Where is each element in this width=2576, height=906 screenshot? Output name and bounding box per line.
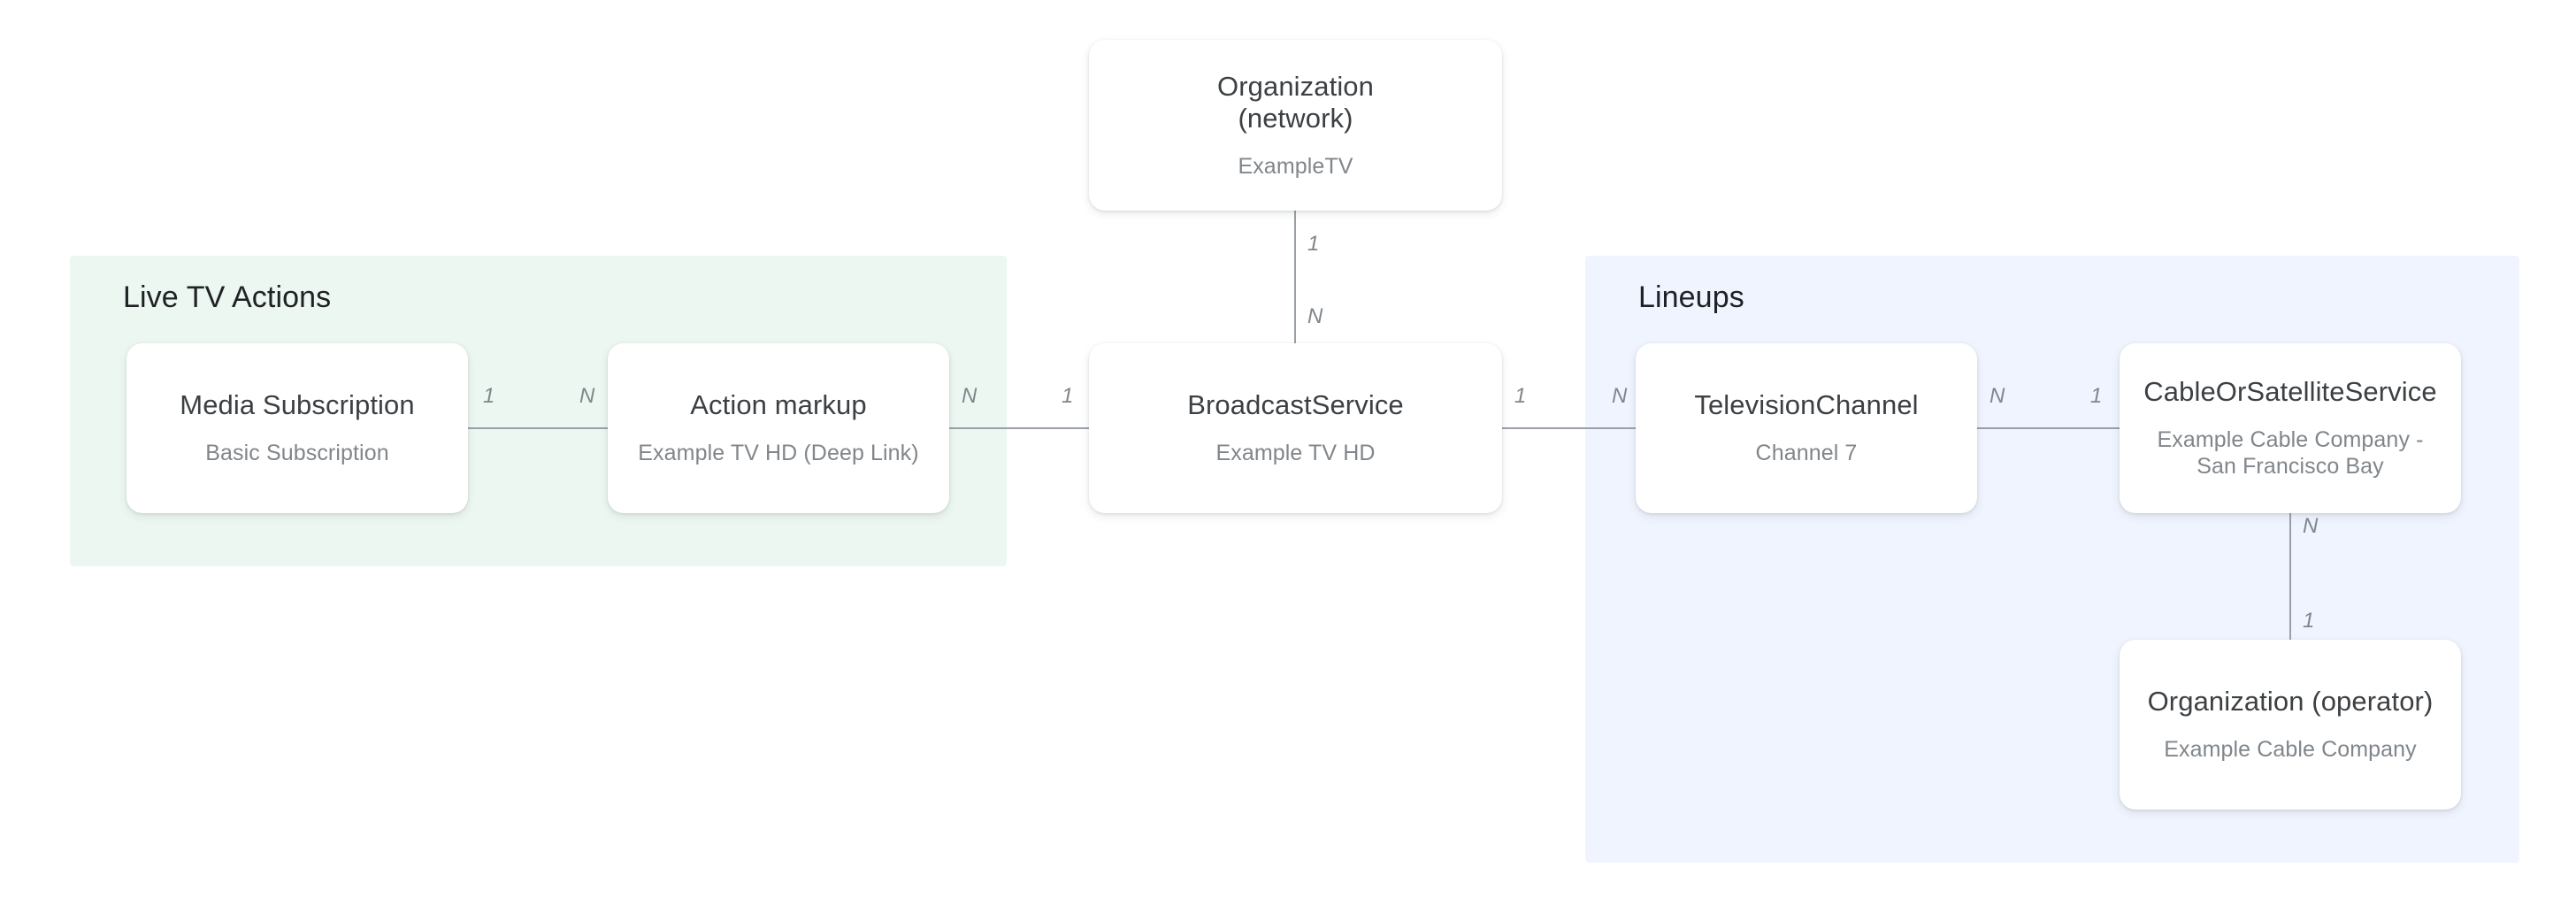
node-organization-operator-subtitle: Example Cable Company (2164, 737, 2417, 763)
edge-cable-or-satellite-to-organization-operator (2289, 513, 2291, 640)
edge-action-markup-to-broadcast-service (948, 427, 1089, 429)
node-broadcast-service-title: BroadcastService (1187, 389, 1404, 421)
edge-label-media-subscription-to: N (579, 384, 595, 408)
edge-label-organization-network-to: N (1307, 304, 1323, 328)
node-media-subscription-title: Media Subscription (180, 389, 415, 421)
node-television-channel-subtitle: Channel 7 (1755, 441, 1858, 466)
edge-label-action-markup-from: N (962, 384, 978, 408)
edge-label-television-channel-to: 1 (2090, 384, 2103, 408)
edge-label-media-subscription-from: 1 (483, 384, 495, 408)
edge-media-subscription-to-action-markup (468, 427, 609, 429)
node-media-subscription[interactable]: Media Subscription Basic Subscription (126, 343, 468, 513)
node-action-markup[interactable]: Action markup Example TV HD (Deep Link) (608, 343, 949, 513)
node-action-markup-title: Action markup (690, 389, 867, 421)
node-cable-or-satellite-service-title: CableOrSatelliteService (2143, 376, 2437, 408)
node-organization-operator-title: Organization (operator) (2147, 686, 2434, 718)
node-broadcast-service[interactable]: BroadcastService Example TV HD (1089, 343, 1502, 513)
edge-television-channel-to-cable-or-satellite (1977, 427, 2120, 429)
edge-broadcast-service-to-television-channel (1501, 427, 1637, 429)
edge-label-organization-network-from: 1 (1307, 232, 1320, 256)
edge-label-broadcast-service-from: 1 (1514, 384, 1527, 408)
edge-label-broadcast-service-to: N (1612, 384, 1628, 408)
node-cable-or-satellite-service-subtitle: Example Cable Company - San Francisco Ba… (2157, 426, 2424, 480)
edge-organization-network-to-broadcast-service (1294, 211, 1296, 343)
edge-label-action-markup-to: 1 (1062, 384, 1074, 408)
node-organization-operator[interactable]: Organization (operator) Example Cable Co… (2120, 640, 2461, 810)
node-broadcast-service-subtitle: Example TV HD (1215, 441, 1376, 466)
node-media-subscription-subtitle: Basic Subscription (205, 441, 389, 466)
panel-lineups-title: Lineups (1638, 280, 1744, 314)
node-organization-network-title: Organization (network) (1217, 70, 1374, 134)
panel-live-tv-actions-title: Live TV Actions (123, 280, 332, 314)
node-television-channel-title: TelevisionChannel (1694, 389, 1919, 421)
node-organization-network-subtitle: ExampleTV (1238, 153, 1353, 179)
node-organization-network[interactable]: Organization (network) ExampleTV (1089, 40, 1502, 211)
node-action-markup-subtitle: Example TV HD (Deep Link) (638, 441, 919, 466)
edge-label-television-channel-from: N (1990, 384, 2005, 408)
edge-label-cable-or-satellite-to: 1 (2303, 609, 2315, 633)
edge-label-cable-or-satellite-from: N (2303, 514, 2319, 538)
node-cable-or-satellite-service[interactable]: CableOrSatelliteService Example Cable Co… (2120, 343, 2461, 513)
node-television-channel[interactable]: TelevisionChannel Channel 7 (1636, 343, 1977, 513)
